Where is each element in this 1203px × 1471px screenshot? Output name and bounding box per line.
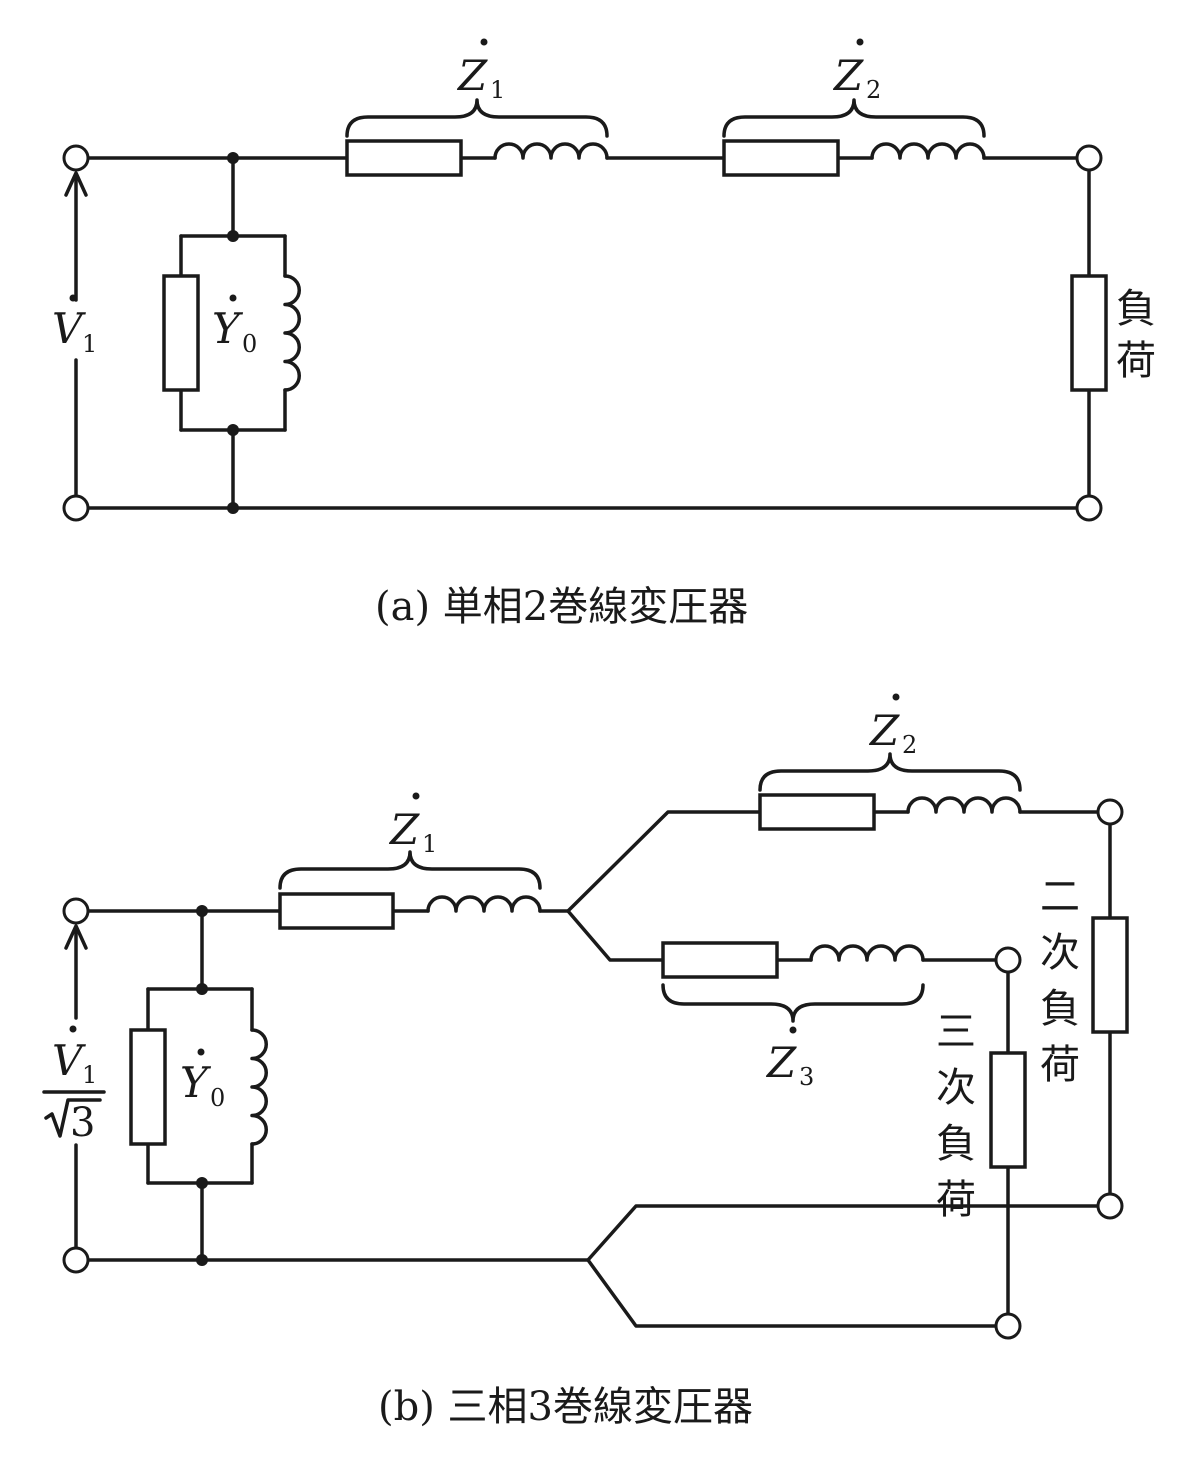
load-char: 負 xyxy=(1040,986,1080,1032)
z1-brace xyxy=(345,98,609,138)
z1-resistor xyxy=(278,892,395,930)
label-symbol: Z xyxy=(868,706,900,755)
label-z2: Z 2 xyxy=(868,693,917,759)
z3-inductor xyxy=(809,944,925,962)
label-secondary-load: 二 次 負 荷 xyxy=(1040,874,1080,1088)
z3-brace xyxy=(661,983,925,1023)
secondary-terminal-bottom xyxy=(1096,1192,1124,1220)
junction-dot xyxy=(227,152,239,164)
input-terminal-bottom xyxy=(62,494,90,522)
output-terminal-top xyxy=(1075,144,1103,172)
load-resistor xyxy=(1070,274,1108,392)
load-char: 荷 xyxy=(1116,338,1156,384)
junction-dot xyxy=(196,1177,208,1189)
label-y0: Y 0 xyxy=(180,1048,225,1112)
label-z1: Z 1 xyxy=(388,792,437,858)
load-char: 負 xyxy=(936,1121,976,1167)
z2-resistor xyxy=(722,139,840,177)
tertiary-terminal-bottom xyxy=(994,1312,1022,1340)
secondary-load-resistor xyxy=(1091,916,1129,1034)
load-char: 荷 xyxy=(1040,1042,1080,1088)
label-subscript: 1 xyxy=(490,76,505,104)
junction-dot xyxy=(196,905,208,917)
label-symbol: Z xyxy=(456,51,488,100)
load-char: 二 xyxy=(1040,874,1080,920)
z1-inductor xyxy=(493,142,609,160)
label-subscript: 3 xyxy=(799,1063,814,1091)
junction-dot xyxy=(196,1254,208,1266)
label-subscript: 0 xyxy=(210,1084,225,1112)
label-subscript: 1 xyxy=(82,330,97,358)
label-symbol: V xyxy=(52,1036,86,1085)
tertiary-load-resistor xyxy=(989,1051,1027,1169)
label-subscript: 0 xyxy=(242,330,257,358)
label-subscript: 1 xyxy=(422,830,437,858)
label-subscript: 1 xyxy=(82,1061,97,1089)
label-subscript: 2 xyxy=(866,76,881,104)
z1-brace xyxy=(278,850,542,890)
input-terminal-top xyxy=(62,144,90,172)
label-symbol: V xyxy=(52,304,86,353)
caption-a: (a) 単相2巻線変圧器 xyxy=(375,584,748,630)
output-terminal-bottom xyxy=(1075,494,1103,522)
junction-dot xyxy=(227,230,239,242)
input-terminal-bottom xyxy=(62,1246,90,1274)
y0-inductor xyxy=(250,1028,268,1146)
y0-resistor xyxy=(129,1028,167,1146)
label-symbol: Y xyxy=(180,1058,212,1107)
diagram-b: Z 1 Z 2 Z 3 Y 0 V 1 3 二 次 負 xyxy=(42,693,1129,1430)
load-char: 荷 xyxy=(936,1177,976,1223)
label-v1-over-sqrt3: V 1 3 xyxy=(42,1025,106,1146)
z2-inductor xyxy=(870,142,986,160)
y0-resistor xyxy=(162,274,200,392)
label-tertiary-load: 三 次 負 荷 xyxy=(936,1009,976,1223)
y0-inductor xyxy=(283,274,301,392)
input-terminal-top xyxy=(62,897,90,925)
label-symbol: Z xyxy=(832,51,864,100)
diagram-a: Z 1 Z 2 V 1 Y 0 負 荷 (a) 単相2巻線変圧器 xyxy=(52,38,1156,630)
z1-resistor xyxy=(345,139,463,177)
secondary-terminal-top xyxy=(1096,798,1124,826)
load-char: 次 xyxy=(936,1065,976,1111)
label-symbol: Z xyxy=(388,805,420,854)
load-char: 負 xyxy=(1116,286,1156,332)
label-symbol: Y xyxy=(212,304,244,353)
label-z3: Z 3 xyxy=(765,1026,814,1091)
junction-dot xyxy=(227,502,239,514)
label-subscript: 2 xyxy=(902,731,917,759)
z2-inductor xyxy=(906,796,1022,814)
label-z1: Z 1 xyxy=(456,38,505,104)
z3-resistor xyxy=(661,941,779,979)
load-char: 三 xyxy=(936,1009,976,1055)
label-z2: Z 2 xyxy=(832,38,881,104)
junction-dot xyxy=(196,983,208,995)
label-denominator: 3 xyxy=(70,1100,95,1146)
z2-brace xyxy=(722,98,986,138)
diagram-b-wires xyxy=(64,810,1112,1328)
label-v1: V 1 xyxy=(52,294,97,358)
junction-dot xyxy=(227,424,239,436)
caption-b: (b) 三相3巻線変圧器 xyxy=(378,1384,753,1430)
z1-inductor xyxy=(426,895,542,913)
label-load: 負 荷 xyxy=(1116,286,1156,384)
load-char: 次 xyxy=(1040,930,1080,976)
label-y0: Y 0 xyxy=(212,294,257,358)
z2-resistor xyxy=(758,793,876,831)
tertiary-terminal-top xyxy=(994,946,1022,974)
z2-brace xyxy=(758,752,1022,792)
label-symbol: Z xyxy=(765,1038,797,1087)
